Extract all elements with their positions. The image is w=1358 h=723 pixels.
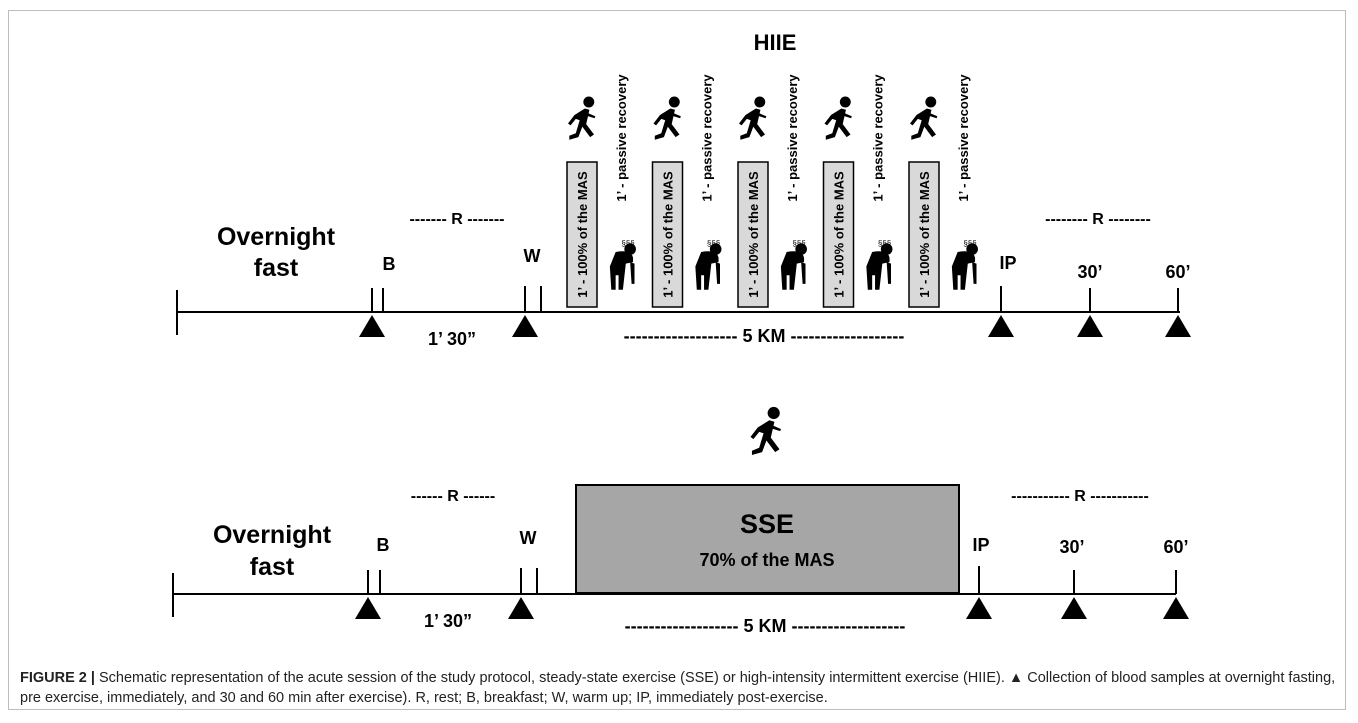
hiie-mark-b: B [383,254,396,274]
fatigued-person-icon [866,243,893,290]
sample-triangle-icon [1077,315,1103,337]
sample-triangle-icon [1061,597,1087,619]
hiie-mark-ip: IP [999,253,1016,273]
hiie-intervals: 1’ - 100% of the MAS 1’ - passive recover… [566,74,978,308]
caption-text: Schematic representation of the acute se… [20,670,1336,706]
sse-block-subtitle: 70% of the MAS [699,550,834,570]
sse-mark-30: 30’ [1059,537,1084,557]
sse-left-label-line2: fast [250,553,295,581]
hiie-rest-right: -------- R -------- [1045,211,1151,228]
sprint-box [651,161,684,308]
sample-triangle-icon [512,315,538,337]
fatigued-person-icon [609,243,636,290]
steam-mark: §§§ [707,239,720,248]
sample-triangle-icon [355,597,381,619]
sample-triangle-icon [966,597,992,619]
sample-triangle-icon [508,597,534,619]
sprint-label: 1’ - 100% of the MAS [832,171,847,298]
fatigued-person-icon [780,243,807,290]
sample-triangle-icon [1163,597,1189,619]
sprint-label: 1’ - 100% of the MAS [746,171,761,298]
sprint-box [737,161,769,308]
hiie-interval: 1’ - 100% of the MAS 1’ - passive recover… [566,74,636,308]
sse-rest-right: ----------- R ----------- [1011,488,1149,505]
runner-icon [653,96,681,140]
hiie-title: HIIE [754,30,797,55]
recovery-label: 1’ - passive recovery [785,74,800,202]
hiie-interval: 1’ - 100% of the MAS 1’ - passive recover… [822,74,893,308]
runner-icon [750,406,781,456]
runner-icon [739,96,767,140]
hiie-mark-w: W [524,246,541,266]
hiie-mark-30: 30’ [1077,262,1102,282]
fatigued-person-icon [951,243,978,290]
sse-duration: 1’ 30” [424,611,472,631]
sse-left-label-line1: Overnight [213,521,332,549]
sse-mark-b: B [377,535,390,555]
hiie-left-label-line2: fast [254,254,299,282]
sse-block-title: SSE [740,509,794,539]
hiie-distance: ------------------- 5 KM ---------------… [624,326,905,346]
recovery-label: 1’ - passive recovery [614,74,629,202]
runner-icon [568,96,596,140]
recovery-label: 1’ - passive recovery [700,74,715,202]
steam-mark: §§§ [621,239,634,248]
sse-panel: Overnight fast ------ R ------ ---------… [172,406,1189,636]
figure-caption: FIGURE 2 | Schematic representation of t… [20,668,1338,708]
sprint-label: 1’ - 100% of the MAS [661,171,676,298]
sprint-label: 1’ - 100% of the MAS [575,171,590,298]
sample-triangle-icon [359,315,385,337]
hiie-interval: 1’ - 100% of the MAS 1’ - passive recover… [908,74,978,308]
hiie-panel: HIIE Overnight fast ------- R ------- --… [176,30,1191,349]
caption-label: FIGURE 2 | [20,670,95,686]
hiie-interval: 1’ - 100% of the MAS 1’ - passive recover… [737,74,807,308]
sse-block [575,484,960,594]
sse-mark-w: W [520,528,537,548]
steam-mark: §§§ [878,239,891,248]
steam-mark: §§§ [963,239,976,248]
recovery-label: 1’ - passive recovery [956,74,971,202]
sprint-label: 1’ - 100% of the MAS [917,171,932,298]
sse-mark-ip: IP [972,535,989,555]
steam-mark: §§§ [792,239,805,248]
hiie-rest-left: ------- R ------- [409,211,504,228]
sse-rest-left: ------ R ------ [411,488,495,505]
sample-triangle-icon [988,315,1014,337]
runner-icon [824,96,852,140]
recovery-label: 1’ - passive recovery [871,74,886,202]
sprint-box [822,161,855,308]
protocol-diagram: HIIE Overnight fast ------- R ------- --… [172,30,1191,636]
sprint-box [566,161,598,308]
sse-distance: ------------------- 5 KM ---------------… [625,616,906,636]
hiie-duration: 1’ 30” [428,329,476,349]
fatigued-person-icon [695,243,722,290]
runner-icon [910,96,938,140]
sample-triangle-icon [1165,315,1191,337]
figure-frame [8,10,1346,710]
sse-mark-60: 60’ [1163,537,1188,557]
hiie-left-label-line1: Overnight [217,223,336,251]
hiie-interval: 1’ - 100% of the MAS 1’ - passive recover… [651,74,722,308]
sprint-box [908,161,940,308]
hiie-mark-60: 60’ [1165,262,1190,282]
